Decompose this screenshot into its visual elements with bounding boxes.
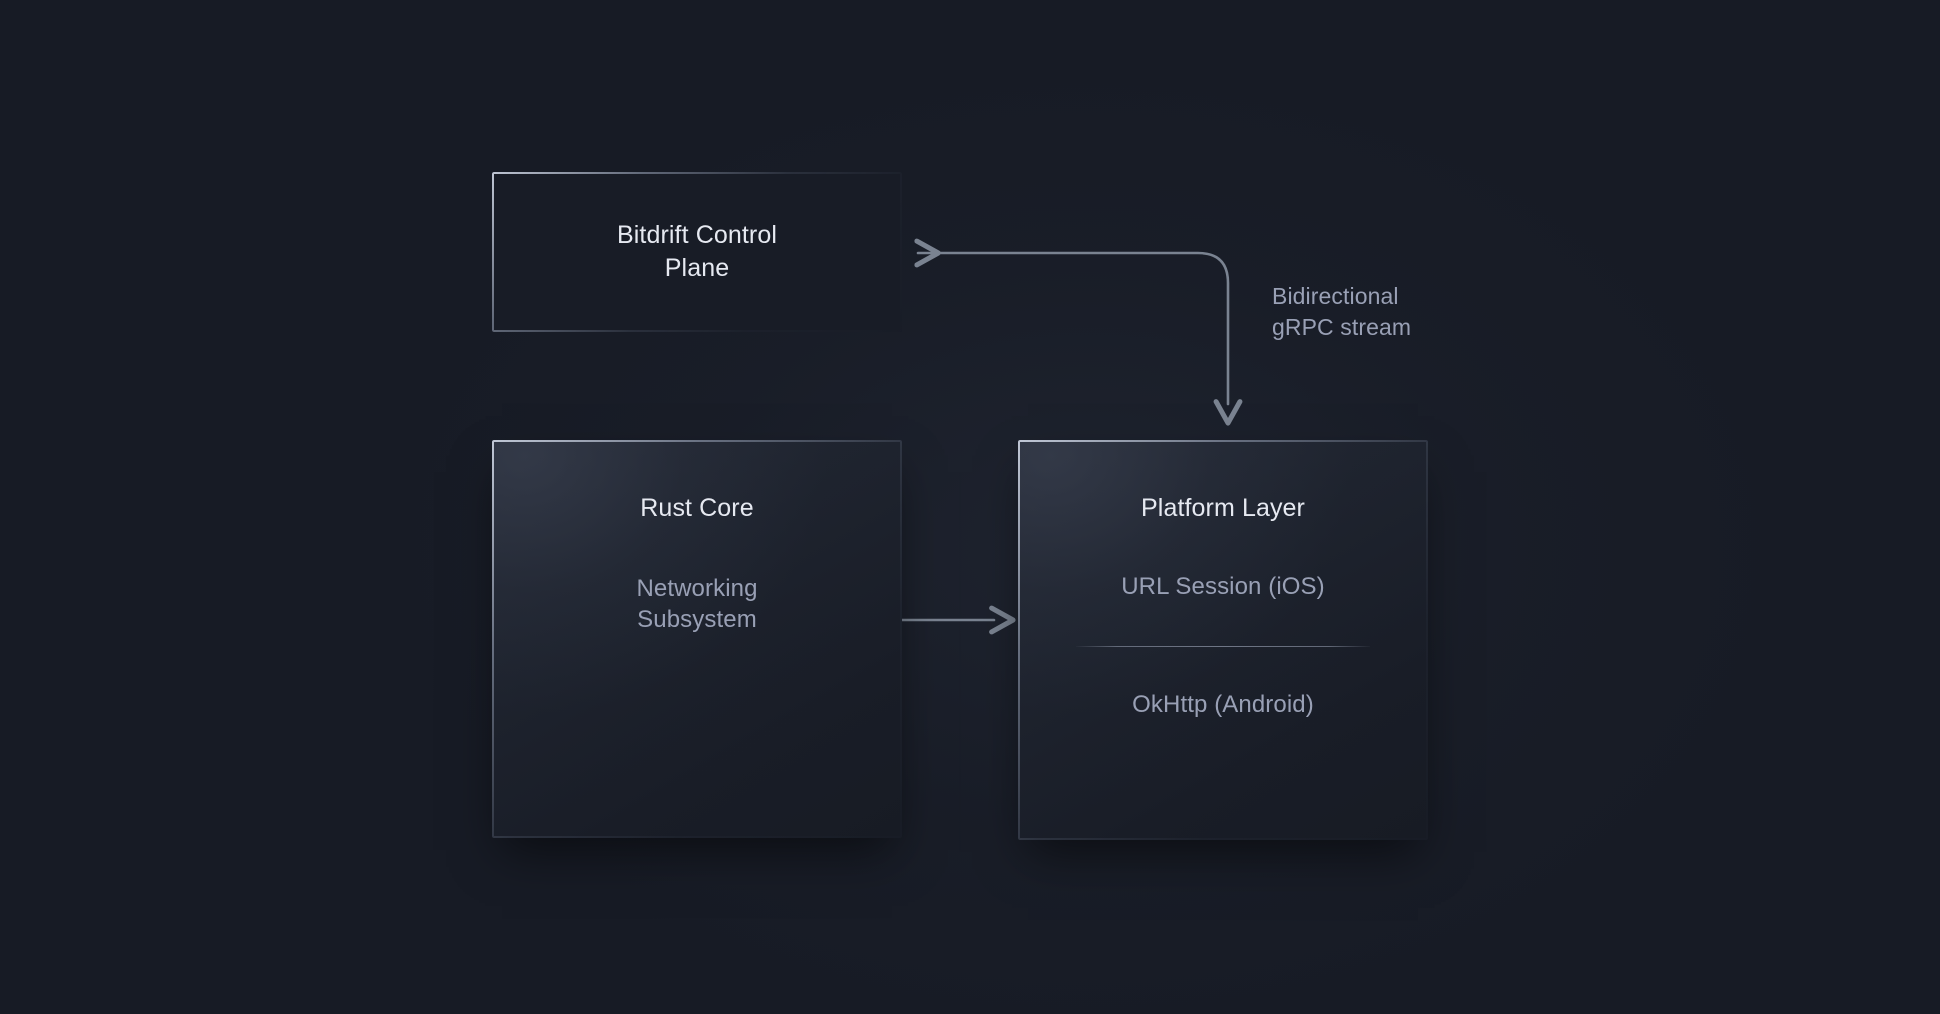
- node-bitdrift-control-plane[interactable]: Bitdrift Control Plane: [492, 172, 902, 332]
- connector-grpc-stream: [918, 253, 1228, 404]
- platform-layer-divider: [1076, 646, 1370, 648]
- control-plane-title-line-1: Bitdrift Control: [617, 221, 777, 249]
- rust-core-title: Rust Core: [640, 494, 754, 522]
- rust-core-subtitle: Networking Subsystem: [636, 575, 758, 634]
- platform-layer-title: Platform Layer: [1141, 494, 1305, 522]
- control-plane-title-line-2: Plane: [664, 254, 730, 282]
- edge-label-grpc-stream: Bidirectional gRPC stream: [1272, 283, 1412, 341]
- platform-layer-item-url-session: URL Session (iOS): [1121, 573, 1325, 600]
- node-rust-core[interactable]: Rust Core Networking Subsystem: [492, 440, 902, 838]
- node-platform-layer[interactable]: Platform Layer URL Session (iOS) OkHttp …: [1018, 440, 1428, 840]
- platform-layer-item-okhttp: OkHttp (Android): [1132, 691, 1314, 719]
